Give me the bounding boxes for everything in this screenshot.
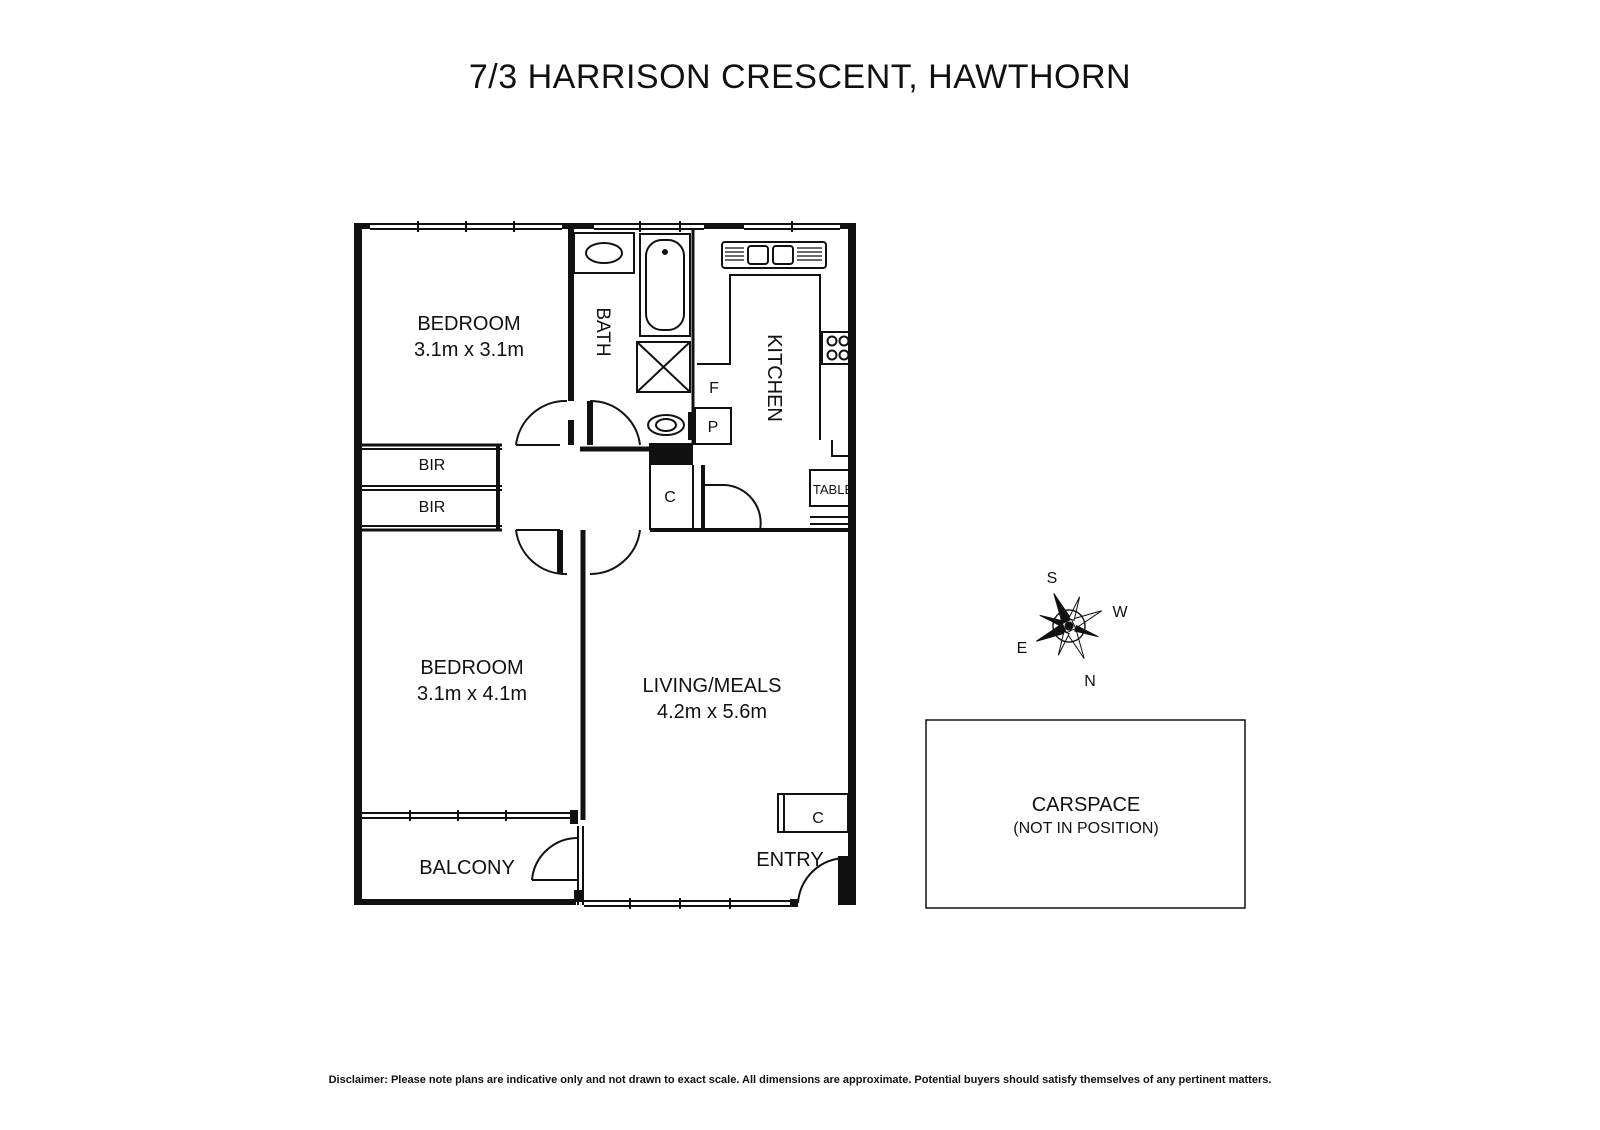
table-label: TABLE — [813, 482, 854, 497]
cupboard1-label: C — [664, 489, 676, 506]
wall-top-right — [840, 223, 856, 229]
compass-icon — [1036, 593, 1102, 659]
living-name: LIVING/MEALS — [643, 675, 782, 697]
bir1-label: BIR — [419, 457, 446, 474]
plan-title: 7/3 HARRISON CRESCENT, HAWTHORN — [468, 58, 1132, 96]
balcony-label: BALCONY — [419, 857, 515, 879]
wall-top-mid2 — [704, 223, 744, 229]
window-top-bath — [594, 221, 704, 232]
bedroom2-name: BEDROOM — [420, 657, 523, 679]
bath-label: BATH — [592, 307, 613, 356]
entry-label: ENTRY — [756, 849, 823, 871]
compass-s: S — [1047, 570, 1058, 587]
window-top-bedroom — [370, 221, 562, 232]
wall-left — [354, 223, 362, 905]
wall-top-left-corner — [354, 223, 370, 229]
bedroom1-name: BEDROOM — [417, 313, 520, 335]
fridge-label: F — [709, 380, 719, 397]
carspace-name: CARSPACE — [1032, 794, 1141, 816]
window-living — [584, 898, 798, 909]
compass-e: E — [1017, 640, 1028, 657]
bir2-label: BIR — [419, 499, 446, 516]
kitchen-label: KITCHEN — [763, 334, 785, 422]
wall-bottom-left — [354, 899, 576, 905]
carspace-box — [925, 719, 1246, 909]
disclaimer: Disclaimer: Please note plans are indica… — [328, 1074, 1272, 1086]
wall-top-mid1 — [562, 223, 594, 229]
cupboard2-label: C — [812, 810, 824, 827]
carspace-note: (NOT IN POSITION) — [1013, 820, 1158, 837]
compass-w: W — [1112, 604, 1128, 621]
wall-right — [848, 223, 856, 905]
bedroom1-dims: 3.1m x 3.1m — [414, 339, 524, 361]
window-balcony — [362, 810, 570, 821]
window-top-kitchen — [744, 221, 840, 232]
pantry-label: P — [708, 419, 719, 436]
living-dims: 4.2m x 5.6m — [657, 701, 767, 723]
bedroom2-dims: 3.1m x 4.1m — [417, 683, 527, 705]
compass-n: N — [1084, 673, 1096, 690]
